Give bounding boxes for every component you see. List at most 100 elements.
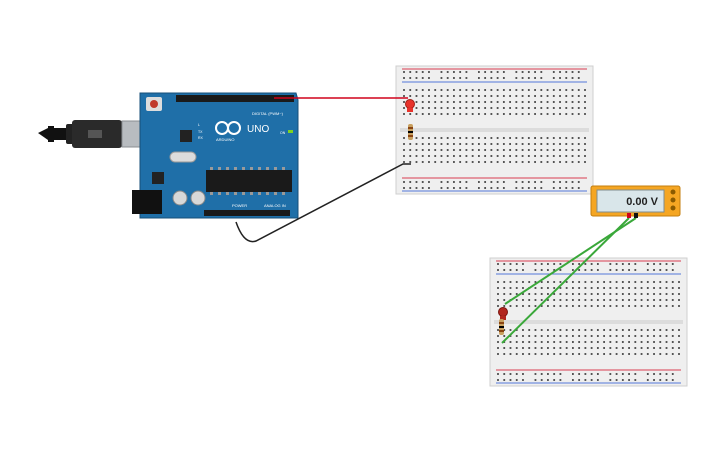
probe-terminal-positive[interactable] [627, 213, 631, 218]
breadboard-hole[interactable] [553, 299, 556, 301]
breadboard-hole[interactable] [497, 347, 499, 349]
breadboard-hole[interactable] [403, 187, 405, 189]
breadboard-hole[interactable] [559, 269, 562, 271]
breadboard-hole[interactable] [403, 107, 405, 109]
breadboard-hole[interactable] [628, 353, 630, 355]
breadboard-hole[interactable] [565, 113, 568, 115]
breadboard-hole[interactable] [403, 181, 405, 183]
breadboard-hole[interactable] [403, 101, 405, 103]
breadboard-hole[interactable] [534, 347, 537, 349]
breadboard-hole[interactable] [577, 107, 580, 109]
breadboard-hole[interactable] [659, 263, 662, 265]
breadboard-hole[interactable] [634, 305, 637, 307]
breadboard-hole[interactable] [502, 143, 505, 145]
breadboard-hole[interactable] [659, 293, 662, 295]
breadboard-hole[interactable] [503, 305, 506, 307]
breadboard-hole[interactable] [477, 149, 480, 151]
breadboard-hole[interactable] [421, 143, 424, 145]
breadboard-hole[interactable] [428, 149, 430, 151]
breadboard-hole[interactable] [465, 161, 468, 163]
breadboard-hole[interactable] [665, 269, 668, 271]
breadboard-hole[interactable] [534, 77, 536, 79]
breadboard-hole[interactable] [522, 379, 524, 381]
breadboard-hole[interactable] [440, 113, 443, 115]
breadboard-hole[interactable] [565, 187, 568, 189]
breadboard-hole[interactable] [590, 353, 593, 355]
breadboard-hole[interactable] [528, 329, 531, 331]
breadboard-hole[interactable] [540, 299, 543, 301]
breadboard-hole[interactable] [571, 101, 574, 103]
breadboard-hole[interactable] [446, 101, 449, 103]
breadboard-hole[interactable] [628, 281, 630, 283]
breadboard-hole[interactable] [547, 347, 549, 349]
breadboard-hole[interactable] [409, 89, 412, 91]
breadboard-hole[interactable] [477, 71, 480, 73]
breadboard-hole[interactable] [490, 181, 493, 183]
breadboard-hole[interactable] [497, 269, 499, 271]
breadboard-hole[interactable] [659, 269, 662, 271]
breadboard-hole[interactable] [503, 335, 506, 337]
breadboard-hole[interactable] [446, 71, 449, 73]
breadboard-hole[interactable] [584, 263, 587, 265]
breadboard-hole[interactable] [659, 347, 662, 349]
breadboard-hole[interactable] [559, 181, 561, 183]
breadboard-hole[interactable] [621, 305, 624, 307]
breadboard-hole[interactable] [559, 149, 561, 151]
breadboard-hole[interactable] [671, 293, 674, 295]
breadboard-hole[interactable] [640, 299, 643, 301]
breadboard-hole[interactable] [477, 187, 480, 189]
probe-wire-green-2[interactable] [504, 217, 637, 305]
breadboard-hole[interactable] [484, 137, 487, 139]
breadboard-hole[interactable] [534, 89, 536, 91]
breadboard-hole[interactable] [577, 161, 580, 163]
breadboard-hole[interactable] [453, 181, 455, 183]
breadboard-hole[interactable] [590, 293, 593, 295]
breadboard-hole[interactable] [628, 287, 630, 289]
breadboard-hole[interactable] [503, 373, 506, 375]
breadboard-hole[interactable] [503, 281, 506, 283]
breadboard-hole[interactable] [559, 263, 562, 265]
breadboard-hole[interactable] [565, 107, 568, 109]
breadboard-hole[interactable] [409, 155, 412, 157]
breadboard-hole[interactable] [440, 137, 443, 139]
breadboard-hole[interactable] [521, 149, 524, 151]
breadboard-hole[interactable] [421, 187, 424, 189]
breadboard-hole[interactable] [502, 101, 505, 103]
breadboard-hole[interactable] [509, 113, 512, 115]
breadboard-hole[interactable] [415, 95, 418, 97]
breadboard-hole[interactable] [440, 77, 443, 79]
breadboard-hole[interactable] [609, 305, 612, 307]
breadboard-hole[interactable] [528, 281, 531, 283]
breadboard-hole[interactable] [446, 161, 449, 163]
breadboard-hole[interactable] [434, 155, 437, 157]
breadboard-hole[interactable] [421, 155, 424, 157]
breadboard-hole[interactable] [503, 353, 506, 355]
breadboard-hole[interactable] [421, 101, 424, 103]
breadboard-hole[interactable] [434, 113, 437, 115]
breadboard-hole[interactable] [646, 329, 649, 331]
breadboard-hole[interactable] [615, 329, 618, 331]
breadboard-hole[interactable] [653, 373, 655, 375]
breadboard-hole[interactable] [640, 329, 643, 331]
resistor-2[interactable] [499, 319, 504, 335]
breadboard-hole[interactable] [578, 329, 581, 331]
breadboard-hole[interactable] [546, 149, 549, 151]
breadboard-hole[interactable] [552, 77, 555, 79]
breadboard-hole[interactable] [534, 341, 537, 343]
breadboard-hole[interactable] [502, 77, 505, 79]
power-analog-header[interactable] [204, 210, 290, 216]
breadboard-hole[interactable] [577, 89, 580, 91]
breadboard-hole[interactable] [527, 143, 530, 145]
breadboard-hole[interactable] [540, 335, 543, 337]
breadboard-hole[interactable] [665, 373, 668, 375]
breadboard-hole[interactable] [465, 181, 468, 183]
breadboard-hole[interactable] [552, 113, 555, 115]
breadboard-hole[interactable] [403, 77, 405, 79]
breadboard-hole[interactable] [596, 269, 599, 271]
breadboard-hole[interactable] [615, 269, 618, 271]
breadboard-hole[interactable] [659, 341, 662, 343]
breadboard-hole[interactable] [634, 269, 637, 271]
breadboard-hole[interactable] [522, 299, 524, 301]
breadboard-hole[interactable] [578, 305, 581, 307]
breadboard-hole[interactable] [571, 281, 574, 283]
